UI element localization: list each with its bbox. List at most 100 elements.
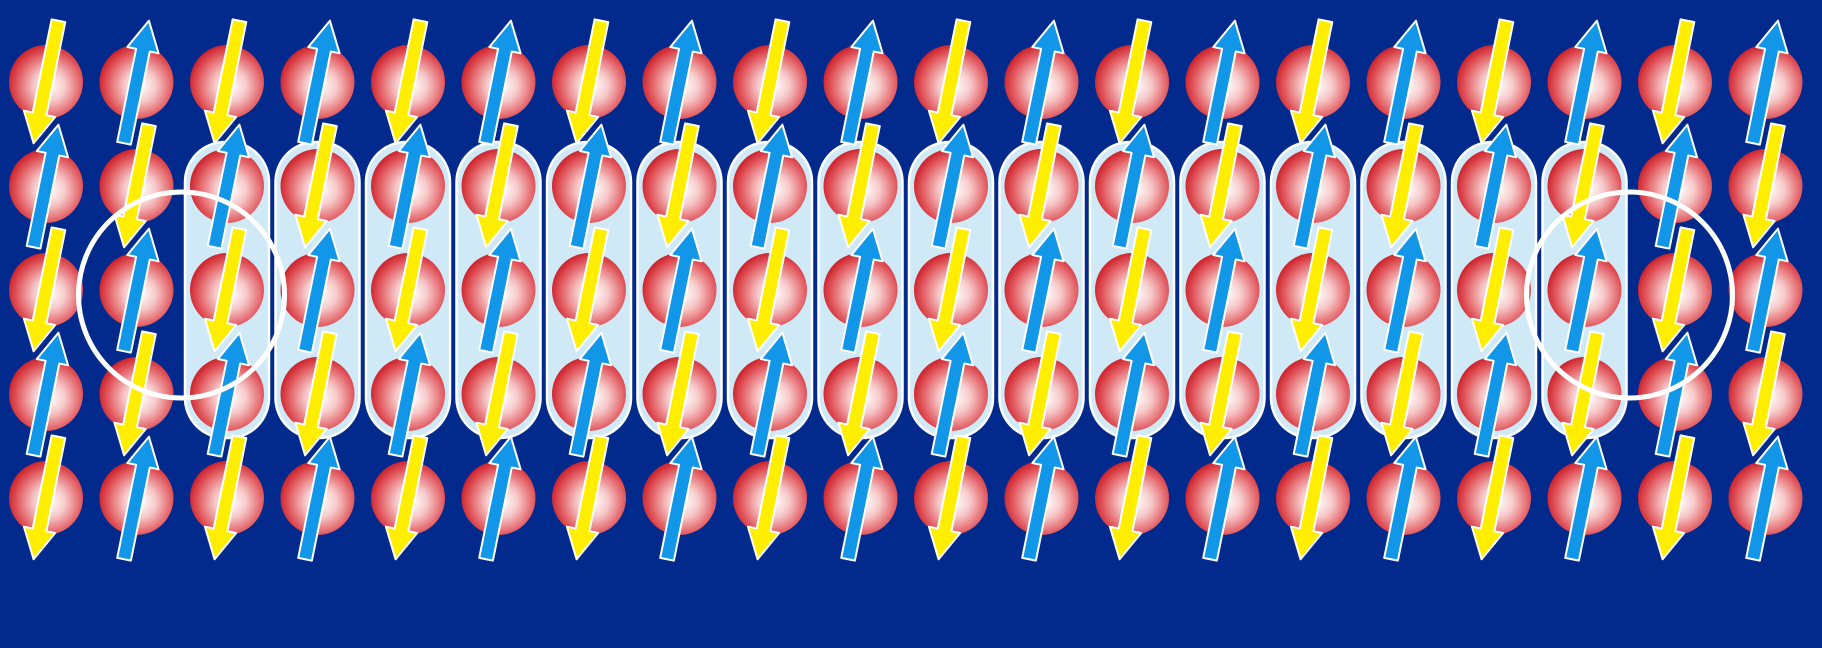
- spin-down-arrow: [203, 434, 248, 561]
- spin-down-arrow: [746, 226, 791, 353]
- spin-down-arrow: [837, 330, 881, 457]
- spin-up-arrow: [840, 19, 884, 146]
- spin-down-arrow: [22, 226, 67, 353]
- spin-down-arrow: [927, 226, 972, 353]
- spin-up-arrow: [206, 123, 251, 250]
- spin-down-arrow: [1289, 226, 1334, 353]
- spin-up-arrow: [659, 19, 703, 146]
- spin-down-arrow: [1289, 434, 1334, 561]
- spin-down-arrow: [1561, 330, 1605, 457]
- spin-up-arrow: [1021, 435, 1065, 562]
- spin-down-arrow: [1470, 18, 1515, 145]
- spin-up-arrow: [25, 331, 70, 458]
- spin-up-arrow: [930, 123, 975, 250]
- spin-up-arrow: [1564, 435, 1608, 562]
- spin-down-arrow: [1018, 330, 1062, 457]
- spin-up-arrow: [206, 331, 251, 458]
- spin-down-arrow: [475, 330, 519, 457]
- spin-down-arrow: [565, 434, 610, 561]
- spin-down-arrow: [113, 330, 157, 457]
- spin-up-arrow: [297, 227, 341, 354]
- spin-down-arrow: [1742, 330, 1786, 457]
- spin-up-arrow: [297, 19, 341, 146]
- spin-down-arrow: [656, 330, 700, 457]
- spin-down-arrow: [1742, 122, 1786, 249]
- spin-down-arrow: [1651, 18, 1696, 145]
- spin-up-arrow: [1292, 331, 1337, 458]
- spin-down-arrow: [1289, 18, 1334, 145]
- spin-down-arrow: [1380, 122, 1424, 249]
- spin-up-arrow: [116, 19, 160, 146]
- spin-down-arrow: [565, 18, 610, 145]
- spin-up-arrow: [387, 331, 432, 458]
- spin-up-arrow: [1654, 123, 1699, 250]
- spin-up-arrow: [1383, 435, 1427, 562]
- spin-down-arrow: [1651, 226, 1696, 353]
- spin-down-arrow: [384, 434, 429, 561]
- spin-arrows: [22, 18, 1789, 562]
- right-domain-wall-circle: [1524, 189, 1735, 401]
- spin-up-arrow: [1745, 435, 1789, 562]
- spin-up-arrow: [930, 331, 975, 458]
- spin-up-arrow: [659, 227, 703, 354]
- spin-down-arrow: [927, 18, 972, 145]
- spin-up-arrow: [387, 123, 432, 250]
- spin-up-arrow: [1202, 227, 1246, 354]
- spin-up-arrow: [840, 435, 884, 562]
- spin-up-arrow: [1745, 19, 1789, 146]
- spin-down-arrow: [203, 18, 248, 145]
- spin-up-arrow: [1564, 19, 1608, 146]
- spin-up-arrow: [1745, 227, 1789, 354]
- spin-down-arrow: [1470, 226, 1515, 353]
- spin-down-arrow: [22, 18, 67, 145]
- spin-up-arrow: [116, 435, 160, 562]
- spin-down-arrow: [927, 434, 972, 561]
- spin-down-arrow: [1651, 434, 1696, 561]
- spin-up-arrow: [25, 123, 70, 250]
- spin-down-arrow: [384, 226, 429, 353]
- spin-up-arrow: [1473, 331, 1518, 458]
- spin-down-arrow: [837, 122, 881, 249]
- spin-up-arrow: [478, 227, 522, 354]
- spin-up-arrow: [1021, 19, 1065, 146]
- spin-down-arrow: [1561, 122, 1605, 249]
- spin-up-arrow: [1473, 123, 1518, 250]
- spin-up-arrow: [1564, 227, 1608, 354]
- spin-down-arrow: [113, 122, 157, 249]
- spin-up-arrow: [749, 123, 794, 250]
- spin-down-arrow: [1380, 330, 1424, 457]
- spin-up-arrow: [116, 227, 160, 354]
- spin-down-arrow: [1199, 330, 1243, 457]
- left-domain-wall-circle: [76, 189, 287, 401]
- spin-up-arrow: [1383, 227, 1427, 354]
- spin-up-arrow: [1202, 19, 1246, 146]
- spin-down-arrow: [294, 330, 338, 457]
- spin-down-arrow: [22, 434, 67, 561]
- spin-down-arrow: [565, 226, 610, 353]
- spin-down-arrow: [1108, 226, 1153, 353]
- spin-down-arrow: [656, 122, 700, 249]
- spin-up-arrow: [568, 123, 613, 250]
- spin-down-arrow: [384, 18, 429, 145]
- domain-wall-markers: [76, 189, 1735, 401]
- spin-up-arrow: [840, 227, 884, 354]
- spin-down-arrow: [1108, 434, 1153, 561]
- spin-up-arrow: [478, 19, 522, 146]
- spin-up-arrow: [749, 331, 794, 458]
- spin-up-arrow: [297, 435, 341, 562]
- spin-up-arrow: [1383, 19, 1427, 146]
- spin-down-arrow: [746, 18, 791, 145]
- spin-up-arrow: [659, 435, 703, 562]
- spin-up-arrow: [1111, 331, 1156, 458]
- spin-down-arrow: [1470, 434, 1515, 561]
- spin-up-arrow: [1021, 227, 1065, 354]
- spin-up-arrow: [568, 331, 613, 458]
- spin-up-arrow: [1292, 123, 1337, 250]
- spin-up-arrow: [1202, 435, 1246, 562]
- spin-down-arrow: [1108, 18, 1153, 145]
- spin-down-arrow: [1199, 122, 1243, 249]
- spin-down-arrow: [1018, 122, 1062, 249]
- spin-down-arrow: [475, 122, 519, 249]
- spin-down-arrow: [746, 434, 791, 561]
